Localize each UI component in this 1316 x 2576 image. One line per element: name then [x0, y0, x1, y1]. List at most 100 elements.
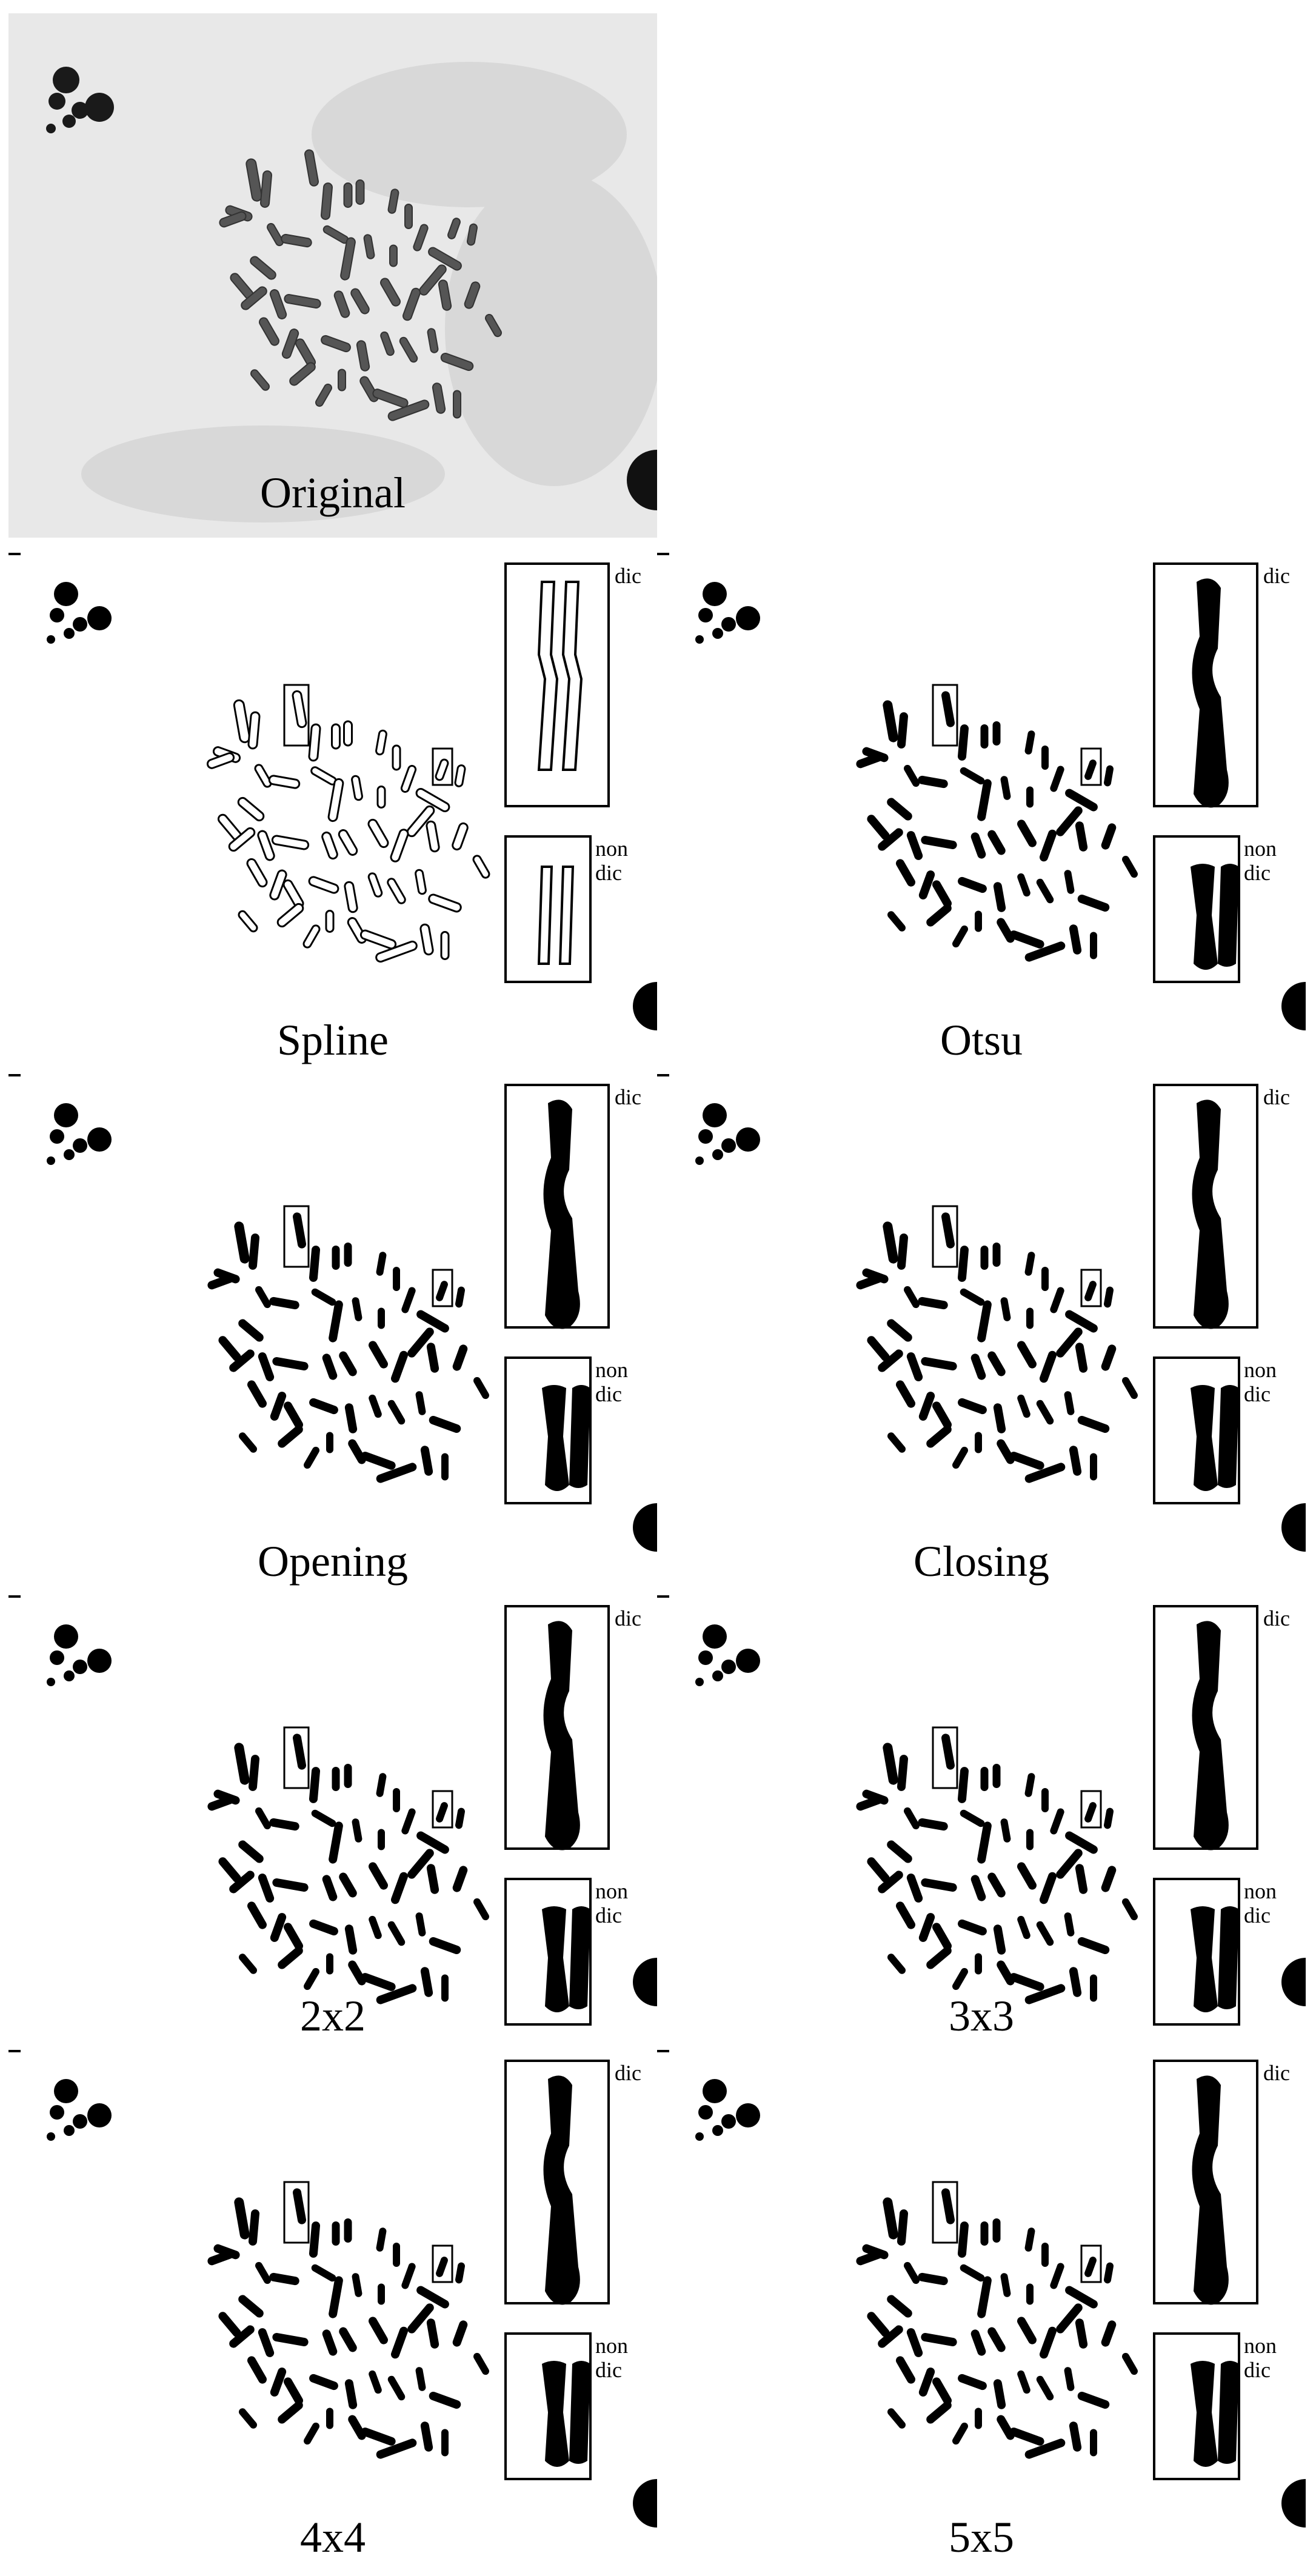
chromosome	[309, 1767, 321, 1803]
chromosome	[234, 1743, 250, 1785]
chromosome	[302, 924, 321, 949]
chromosome	[472, 855, 490, 879]
chromosome	[975, 910, 982, 932]
edge-artifact	[633, 2479, 657, 2528]
chromosome	[278, 2401, 303, 2424]
inset-label-nondic: non dic	[1244, 2334, 1277, 2382]
chromosome	[1050, 1808, 1064, 1835]
chromosome	[390, 829, 409, 863]
chromosome	[958, 1398, 987, 1415]
chromosome	[338, 369, 346, 392]
panel-k3x3: dic non dic 3x3	[657, 1600, 1306, 2055]
chromosome	[1036, 1400, 1054, 1425]
chromosome	[233, 699, 251, 744]
chromosome	[269, 2272, 299, 2286]
chromosome	[1077, 894, 1110, 912]
inset-label-nondic: non dic	[595, 836, 628, 885]
chromosome	[1090, 1453, 1097, 1481]
chromosome	[218, 1857, 241, 1883]
debris-blob	[695, 582, 760, 644]
chromosome	[367, 818, 389, 849]
chromosome	[284, 2377, 303, 2405]
inset-label-dic: dic	[615, 2061, 641, 2085]
chromosome	[331, 723, 341, 750]
chromosome	[432, 382, 446, 414]
caption-spline: Spline	[276, 1016, 389, 1064]
selection-box-dic	[283, 1205, 310, 1268]
panel-otsu-image	[695, 562, 1306, 1030]
chromosome	[980, 1246, 989, 1270]
chromosome-set	[856, 2188, 1138, 2459]
chromosome	[921, 1878, 957, 1892]
chromosome	[1056, 806, 1083, 836]
inset-label-nondic: non dic	[595, 1879, 628, 1927]
chromosome	[343, 720, 353, 747]
chromosome	[428, 893, 462, 913]
chromosome	[234, 1221, 250, 1264]
chromosome	[1064, 1912, 1075, 1937]
inset-label-dic: dic	[1263, 1606, 1290, 1630]
chromosome	[322, 2329, 338, 2356]
edge-artifact	[1281, 982, 1306, 1030]
chromosome	[344, 881, 358, 913]
selection-box-dic	[283, 1726, 310, 1789]
chromosome	[896, 859, 915, 887]
caption-otsu: Otsu	[940, 1016, 1023, 1064]
chromosome	[1069, 2421, 1082, 2452]
panel-k2x2: dic non dic 2x2	[8, 1600, 657, 2055]
chromosome-set	[207, 2188, 489, 2459]
debris-blob	[47, 2079, 112, 2141]
chromosome	[348, 1960, 366, 1986]
chromosome	[975, 1432, 982, 1453]
chromosome	[1090, 932, 1097, 959]
chromosome	[452, 1866, 468, 1892]
chromosome	[960, 1288, 985, 1306]
chromosome	[399, 336, 418, 363]
chromosome	[369, 2317, 388, 2344]
debris-blob	[47, 582, 112, 644]
chromosome	[348, 1439, 366, 1464]
chromosome	[426, 2318, 439, 2349]
chromosome-set	[207, 1733, 489, 2004]
chromosome	[340, 237, 356, 281]
chromosome	[952, 1967, 968, 1990]
chromosome	[1084, 1802, 1097, 1823]
chromosome	[485, 313, 502, 338]
chromosome	[896, 1901, 915, 1929]
edge-artifact	[633, 1958, 657, 2006]
chromosome	[367, 872, 383, 898]
chromosome	[997, 2415, 1015, 2440]
chromosome	[997, 918, 1015, 943]
chromosome	[407, 1327, 434, 1358]
chromosome	[278, 1946, 303, 1969]
chromosome	[427, 328, 439, 353]
inset-label-dic: dic	[1263, 1085, 1290, 1109]
chromosome	[311, 2264, 336, 2282]
chromosome	[887, 1840, 912, 1863]
chromosome	[415, 1912, 426, 1937]
chromosome	[455, 2262, 465, 2284]
chromosome	[1017, 1341, 1037, 1369]
chromosome	[926, 2401, 952, 2424]
chromosome	[406, 805, 435, 838]
chromosome	[304, 1967, 320, 1990]
debris-blob	[695, 1624, 760, 1686]
chromosome-spread	[219, 149, 502, 421]
chromosome	[438, 279, 452, 311]
chromosome	[992, 1764, 1001, 1788]
caption-k3x3: 3x3	[949, 1992, 1014, 2040]
chromosome	[1017, 873, 1030, 897]
chromosome	[228, 827, 256, 852]
chromosome	[329, 1821, 343, 1864]
chromosome	[308, 876, 339, 894]
chromosome	[878, 1870, 903, 1894]
chromosome	[378, 1307, 385, 1329]
chromosome	[1064, 1391, 1075, 1415]
chromosome	[977, 1821, 992, 1864]
panel-k5x5-image	[695, 2060, 1306, 2528]
panel-original: Original	[8, 13, 657, 538]
chromosome	[856, 1274, 883, 1290]
chromosome	[856, 2250, 883, 2266]
chromosome	[247, 2356, 267, 2384]
chromosome	[419, 264, 447, 296]
